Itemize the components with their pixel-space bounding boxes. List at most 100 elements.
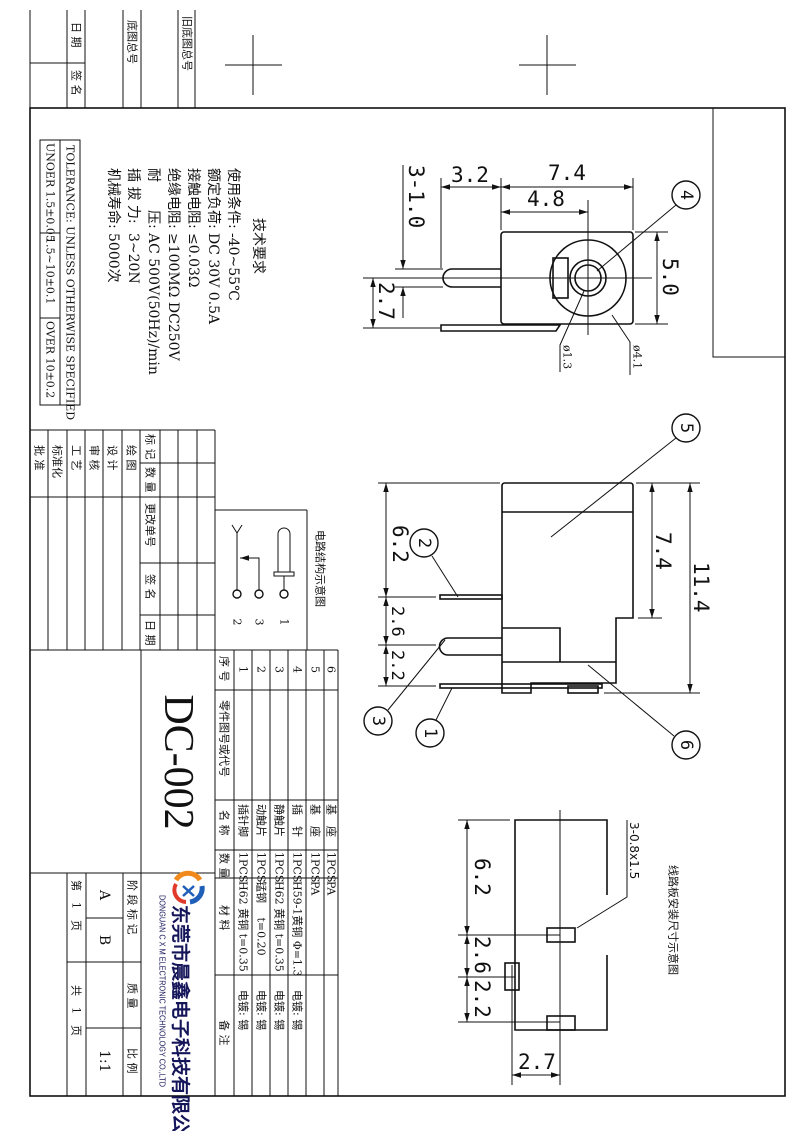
leader-line — [559, 290, 585, 372]
leader-lines — [387, 437, 677, 737]
archive-strip: 日 期 签 名 底图总号 旧底图总号 — [29, 10, 196, 108]
dim-mid: 2.6 — [387, 606, 407, 637]
stage-b: B — [96, 935, 112, 945]
rev-header-date: 日 期 — [144, 620, 157, 646]
old-base-drawing-no-label: 旧底图总号 — [181, 16, 195, 71]
balloon-label: 5 — [676, 423, 696, 433]
key-notch — [552, 257, 569, 299]
cell-qty: 1PCS — [309, 852, 322, 882]
cell-no: 3 — [273, 666, 286, 673]
cell-remark: 电镀: 锡 — [255, 990, 269, 1030]
parts-table: 序 号 零件图号或代号 名 称 数 量 材 料 备 注 1插针脚1PCSH62 … — [215, 650, 339, 1096]
tech-req-value: -40~55℃ — [225, 233, 241, 301]
dim-center-offset: 4.8 — [527, 187, 565, 211]
part-balloon-5 — [671, 413, 701, 443]
terminal-label: 1 — [278, 619, 291, 626]
cell-no: 2 — [255, 666, 268, 673]
rev-header-qty: 数 量 — [144, 467, 157, 493]
terminal-label: 3 — [253, 619, 266, 626]
hole-spec: 3-0.8x1.5 — [627, 822, 641, 879]
role-process: 工 艺 — [70, 445, 83, 471]
cell-name: 插针脚 — [237, 804, 251, 837]
registration-crosshair-right — [519, 35, 576, 95]
circuit-schematic: 电路结构示意图 1 3 2 — [231, 524, 328, 626]
tolerance-header: TOLERANCE: UNLESS OTHERWISE SPECIFIED — [64, 145, 77, 420]
rev-header-change-no: 更改单号 — [144, 503, 158, 547]
dimension-lines — [383, 483, 693, 693]
scale-label: 比 例 — [126, 1048, 140, 1074]
dimension-lines — [370, 165, 660, 328]
dim-low: 2.2 — [470, 980, 494, 1018]
socket-ring — [569, 259, 607, 297]
dim-body-height: 5.0 — [658, 258, 682, 296]
company-logo: 东莞市晨鑫电子科技有限公司 DONGUAN C X M ELECTRONIC T… — [158, 870, 205, 1131]
col-header-no: 序 号 — [218, 656, 232, 682]
jack-body — [500, 231, 634, 325]
dim-top: 6.2 — [470, 858, 494, 896]
dim-pin-length: 3.2 — [451, 163, 489, 187]
hole-outer-dia: ø4.1 — [631, 345, 644, 369]
tolerance-range-3: OVER 10±0.2 — [44, 321, 57, 398]
pcb-layout-title: 线路板安装尺寸示意图 — [667, 865, 681, 975]
tech-req-value: AC 500V(50Hz)/min — [145, 232, 161, 375]
cell-material: PA — [309, 881, 322, 896]
cell-qty: 1PCS — [237, 852, 250, 882]
housing-outline — [501, 482, 634, 694]
part-balloon-2 — [409, 528, 439, 558]
tech-req-value: 3~20N — [125, 233, 141, 284]
tolerance-range-2: 1.5~10±0.1 — [44, 237, 57, 304]
technical-requirements: 技术要求 使用条件: -40~55℃ 额定负荷: DC 30V 0.5A 接触电… — [105, 168, 266, 375]
tech-req-value: ≤0.03Ω — [185, 233, 201, 288]
dim-body-length: 7.4 — [548, 161, 586, 185]
center-lines — [363, 200, 652, 335]
cell-qty: 1PCS — [273, 852, 286, 882]
spring-contact — [231, 524, 243, 590]
tech-req-value: 5000次 — [105, 233, 121, 283]
tech-req-label: 耐 压: — [145, 168, 161, 229]
date-label: 日 期 — [70, 22, 83, 48]
cell-no: 5 — [309, 666, 322, 673]
col-header-name: 名 称 — [218, 810, 232, 836]
registration-crosshair-left — [225, 35, 282, 95]
terminal-label: 2 — [231, 619, 244, 626]
cell-material: H59-1黄铜 Φ=1.3 — [291, 881, 305, 977]
dim-upper-body: 7.4 — [651, 532, 675, 570]
leader-line — [611, 314, 631, 375]
tolerance-box: TOLERANCE: UNLESS OTHERWISE SPECIFIED UN… — [39, 139, 81, 420]
pcb-layout-drawing: 6.2 2.6 2.2 2.7 3-0.8x1.5 线路板安装尺寸示意图 — [458, 810, 681, 1085]
leader-line — [576, 820, 628, 929]
signature-label: 签 名 — [70, 70, 84, 96]
tolerance-range-1: UNOER 1.5±0.05 — [44, 143, 57, 242]
weight-label: 质 量 — [126, 983, 139, 1009]
tech-req-label: 绝缘电阻: — [165, 168, 181, 229]
stage-a: A — [96, 889, 112, 901]
title-block: DC-002 阶 段 标 记 A B 质 量 比 例 1:1 第 1 页 共 1… — [30, 649, 339, 1131]
company-name-cn: 东莞市晨鑫电子科技有限公司 — [169, 905, 192, 1131]
cell-name: 插 针 — [291, 804, 305, 837]
cell-no: 1 — [237, 666, 250, 673]
tech-req-value: ≥100MΩ DC250V — [165, 233, 181, 362]
dim-total: 11.4 — [689, 562, 713, 613]
stage-mark-label: 阶 段 标 记 — [126, 880, 140, 935]
company-name-en: DONGUAN C X M ELECTRONIC TECHNOLOGY CO.,… — [158, 895, 167, 1087]
scale-value: 1:1 — [96, 1050, 112, 1073]
dimension-lines — [464, 820, 560, 1078]
total-sheets: 共 1 页 — [70, 985, 83, 1036]
sheet-number: 第 1 页 — [70, 880, 84, 931]
col-header-code: 零件图号或代号 — [218, 700, 231, 777]
base-drawing-no-label: 底图总号 — [126, 20, 140, 64]
pin-3 — [438, 637, 502, 656]
terminal-1 — [279, 589, 289, 599]
cell-no: 4 — [291, 666, 304, 673]
pin-2 — [439, 594, 503, 600]
balloon-label: 2 — [414, 538, 434, 548]
switch-contact — [240, 555, 260, 590]
cell-qty: 1PCS — [291, 852, 304, 882]
dim-mid: 2.6 — [470, 936, 494, 974]
